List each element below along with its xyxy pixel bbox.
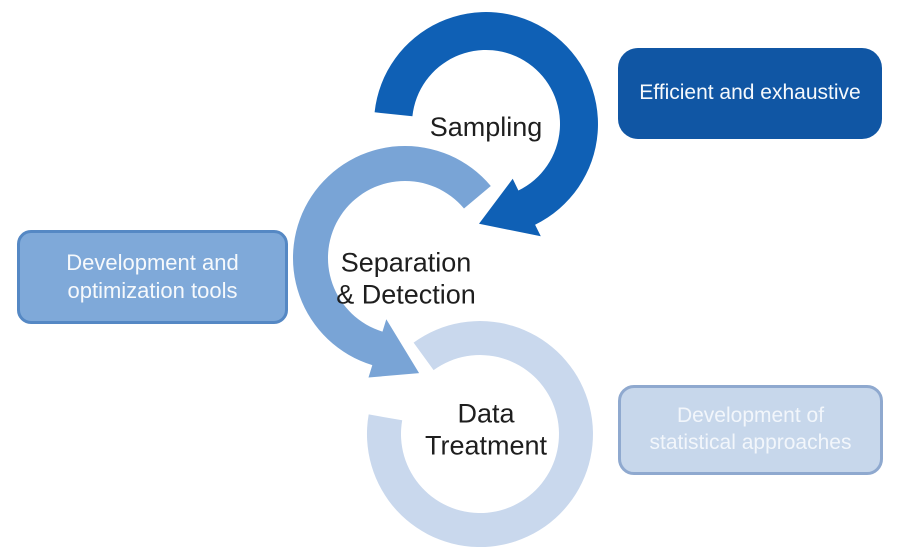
sampling-label-line: Sampling [429,111,543,142]
callout-efficient-exhaustive: Efficient and exhaustive [618,48,882,139]
separation-detection-label-line2: & Detection [336,280,476,310]
callout-development-statistical-approaches-line2: statistical approaches [649,431,852,454]
data-treatment-label: Data Treatment [425,398,547,463]
sampling-cycle-arrow [374,12,598,237]
sampling-label: Sampling [430,111,543,143]
callout-development-statistical-approaches: Development of statistical approaches [618,385,883,475]
callout-development-optimization-tools: Development and optimization tools [17,230,288,324]
data-treatment-label-line2: Treatment [424,431,548,461]
data-treatment-label-line1: Data [457,398,515,429]
separation-detection-cycle-arrow [292,145,491,378]
callout-efficient-exhaustive-text: Efficient and exhaustive [639,81,861,105]
callout-development-optimization-tools-line2: optimization tools [67,278,238,303]
callout-development-statistical-approaches-line1: Development of [676,404,825,428]
separation-detection-label-line1: Separation [340,247,472,278]
data-treatment-cycle-arrow [366,321,593,548]
callout-development-optimization-tools-line1: Development and [66,249,239,275]
separation-detection-label: Separation & Detection [336,247,476,312]
